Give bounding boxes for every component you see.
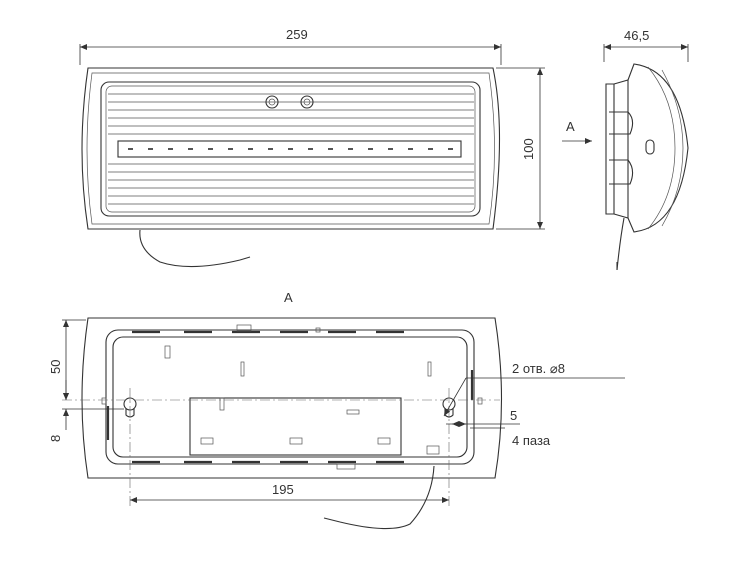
- rear-cable: [339, 465, 435, 530]
- led-strip: [117, 140, 462, 158]
- dim-5-label: 5: [510, 408, 517, 423]
- side-view: 46,5 A: [562, 28, 689, 271]
- dim-50-label: 50: [48, 360, 63, 374]
- led-dots: [128, 148, 453, 150]
- dim-height-label: 100: [521, 138, 536, 160]
- cable: [139, 229, 241, 268]
- slots-label: 4 паза: [512, 433, 551, 448]
- plate-slots: [106, 330, 474, 464]
- dim-195-label: 195: [272, 482, 294, 497]
- dim-depth-label: 46,5: [624, 28, 649, 43]
- front-view: 259 100: [79, 27, 545, 268]
- back-view: A: [48, 290, 625, 530]
- view-arrow-label: A: [566, 119, 575, 134]
- dim-8-label: 8: [48, 435, 63, 442]
- holes-label: 2 отв. ⌀8: [512, 361, 565, 376]
- dim-width-label: 259: [286, 27, 308, 42]
- indicator-screws: [265, 95, 314, 109]
- lens-ribs: [108, 93, 474, 205]
- driver-box: [189, 397, 402, 456]
- view-title-label: A: [284, 290, 293, 305]
